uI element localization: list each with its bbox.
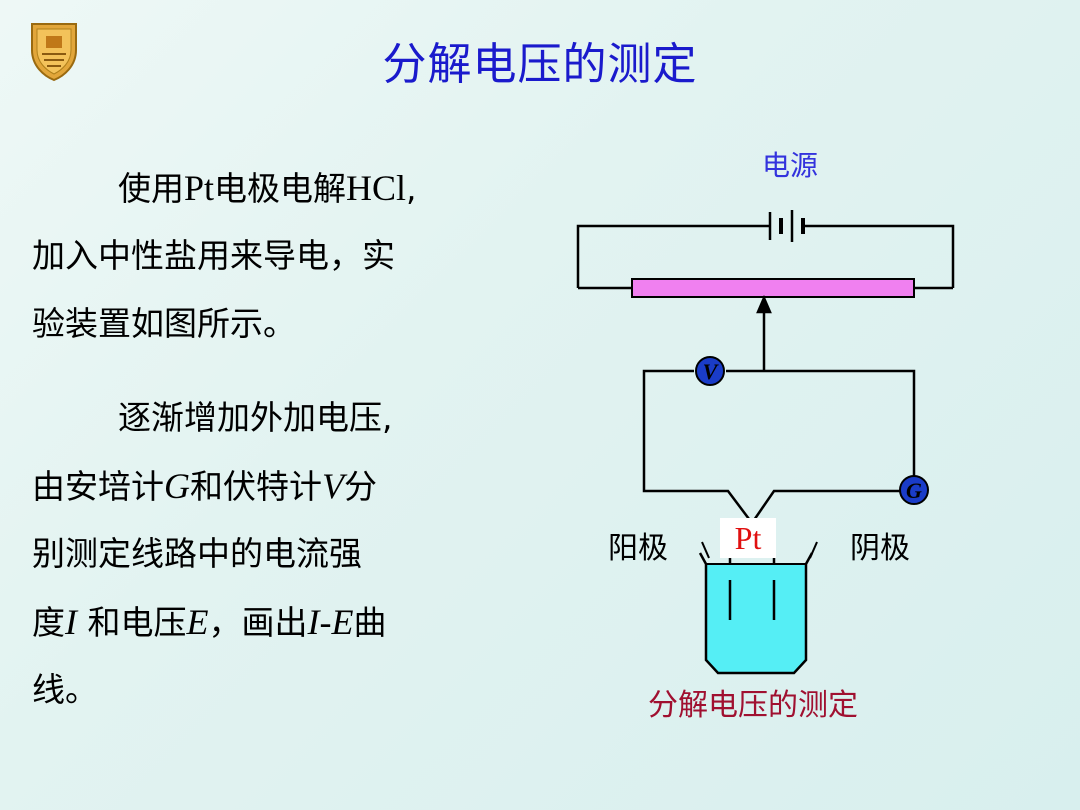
- pointer-line: [701, 541, 710, 559]
- text: 和电压: [77, 603, 187, 642]
- text-line: 逐渐增加外加电压,: [118, 398, 393, 437]
- text-line: 使用Pt电极电解HCl,: [32, 154, 502, 222]
- voltmeter-icon: V: [695, 356, 725, 386]
- text: 曲: [353, 603, 387, 642]
- electrode-label: Pt: [735, 520, 762, 556]
- text: 电极电解: [214, 169, 347, 208]
- text: HCl: [346, 168, 407, 208]
- cathode-label: 阴极: [850, 531, 910, 566]
- circuit-diagram: 电源 V G Pt 阳极 阴极: [576, 149, 955, 723]
- university-crest-icon: [31, 23, 77, 82]
- pt-electrode-label-box: Pt: [720, 518, 776, 558]
- diagram-caption: 分解电压的测定: [648, 688, 858, 723]
- anode-label: 阳极: [608, 531, 668, 566]
- text: 使用: [118, 169, 184, 208]
- text: Pt: [184, 168, 215, 208]
- power-source-label: 电源: [762, 149, 818, 182]
- text: 由安培计: [32, 467, 164, 506]
- ammeter-icon: G: [899, 475, 929, 505]
- text: I: [65, 602, 77, 642]
- text-line: 验装置如图所示。: [32, 304, 296, 343]
- text: E: [186, 602, 209, 642]
- ammeter-label: G: [906, 478, 922, 503]
- text: 和伏特计: [190, 467, 322, 506]
- text: I-E: [307, 602, 354, 642]
- beaker-icon: [698, 552, 814, 675]
- text: G: [164, 466, 190, 506]
- rheostat: [631, 278, 915, 298]
- battery-icon: [576, 210, 955, 290]
- text: V: [322, 466, 344, 506]
- voltmeter-label: V: [703, 359, 720, 384]
- text-line: 别测定线路中的电流强: [32, 534, 362, 573]
- paragraph-procedure: 逐渐增加外加电压, 由安培计G和伏特计V分 别测定线路中的电流强 度I 和电压E…: [32, 384, 502, 724]
- text: 分: [344, 467, 377, 506]
- text-line: 度I 和电压E，画出I-E曲: [32, 588, 502, 656]
- text: ，画出: [208, 603, 308, 642]
- text-line: 由安培计G和伏特计V分: [32, 452, 502, 520]
- text: ,: [406, 169, 417, 208]
- slider-contact: [756, 294, 772, 371]
- text-line: 加入中性盐用来导电，实: [32, 236, 395, 275]
- text: 度: [32, 603, 65, 642]
- page-title: 分解电压的测定: [382, 39, 698, 90]
- paragraph-setup: 使用Pt电极电解HCl, 加入中性盐用来导电，实 验装置如图所示。: [32, 154, 502, 358]
- text-line: 线。: [32, 670, 98, 709]
